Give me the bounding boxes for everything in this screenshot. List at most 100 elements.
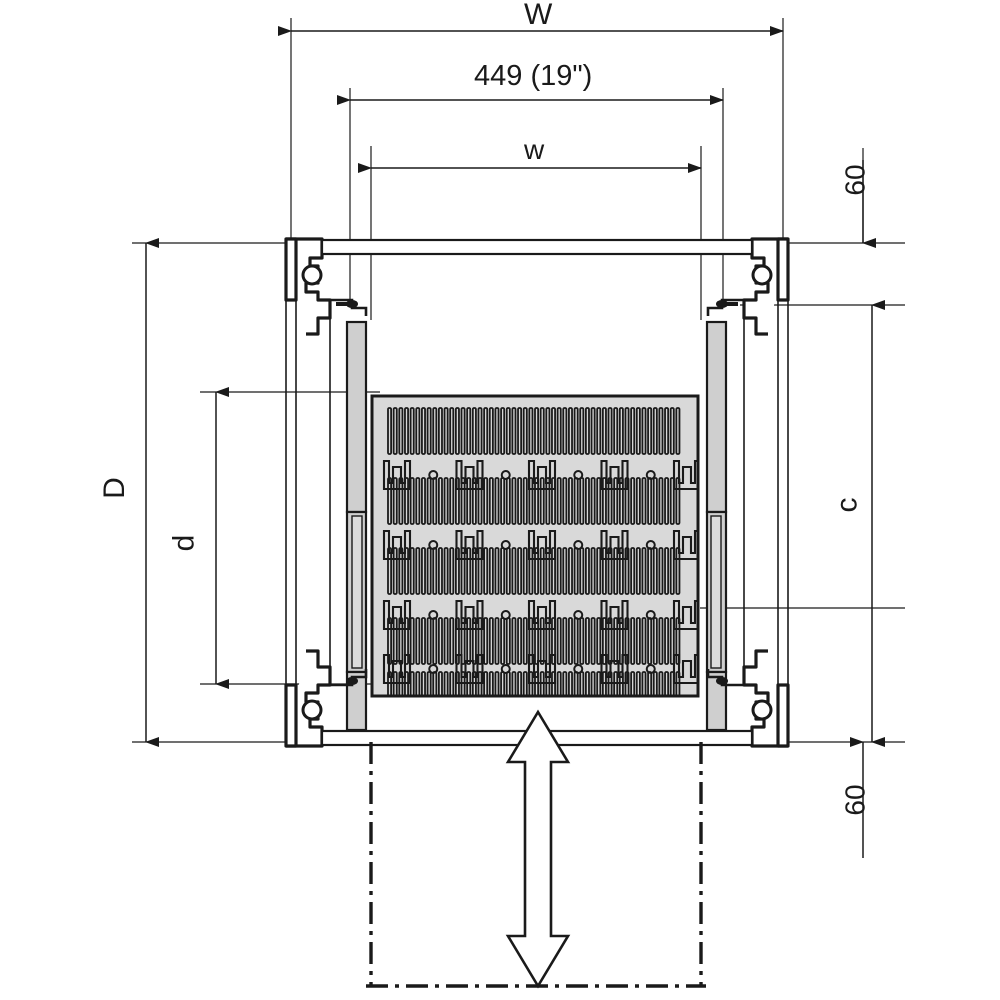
vent-slot (392, 671, 398, 696)
vent-slot (664, 671, 670, 696)
vent-slot (387, 407, 393, 455)
vent-slot (449, 617, 455, 665)
vent-slot (562, 617, 568, 665)
vent-slot (415, 407, 421, 455)
slide-rail-right (705, 320, 728, 732)
vent-slot (488, 477, 494, 525)
vent-slot (517, 547, 523, 595)
vent-slot (539, 617, 545, 665)
vent-slot (596, 407, 602, 455)
vent-slot (522, 477, 528, 525)
vent-slot (415, 617, 421, 665)
shelf-hole (645, 470, 656, 480)
vent-slot (454, 407, 460, 455)
vent-slot (488, 407, 494, 455)
vent-slot (675, 477, 681, 525)
vent-slot (635, 671, 641, 696)
vent-slot (652, 547, 658, 595)
vent-slot (522, 671, 528, 696)
vent-slot (494, 477, 500, 525)
vent-slot (539, 671, 545, 696)
vent-slot (421, 617, 426, 665)
shelf-hole (573, 664, 584, 674)
vent-slot (477, 407, 483, 455)
vent-slot (556, 477, 562, 525)
vent-slot (404, 547, 409, 595)
vent-slot (528, 477, 534, 525)
shelf-hole (428, 540, 439, 550)
vent-slot (432, 407, 438, 455)
vent-slot (404, 477, 409, 525)
shelf-hole (500, 470, 511, 480)
dim-label-60-top: 60 (839, 164, 871, 196)
vent-slot (409, 477, 415, 525)
vent-slot (556, 671, 562, 696)
vent-slot (437, 671, 443, 696)
vent-slot (409, 671, 415, 696)
vent-slot (652, 477, 658, 525)
vent-slot (534, 617, 540, 665)
vent-slot (635, 617, 641, 665)
vent-slot (658, 547, 664, 595)
vent-slot (534, 407, 540, 455)
vent-slot (669, 407, 675, 455)
vent-slot (477, 617, 483, 665)
vent-slot (675, 617, 681, 665)
vent-slot (675, 547, 681, 595)
vent-slot (590, 617, 596, 665)
vent-slot (449, 547, 455, 595)
vent-slot (590, 407, 596, 455)
vent-slot (494, 547, 500, 595)
vent-slot (511, 407, 517, 455)
vent-slot (477, 547, 483, 595)
dim-label-d: d (167, 534, 201, 552)
vent-slot (426, 407, 432, 455)
vent-slot (449, 671, 455, 696)
vent-slot (505, 407, 511, 455)
vent-slot (613, 407, 619, 455)
vent-slot (449, 407, 455, 455)
vent-slot (635, 547, 641, 595)
vent-slot (528, 617, 534, 665)
shelf-hole (428, 470, 439, 480)
vent-slot (590, 671, 596, 696)
shelf-hole (500, 610, 511, 620)
vent-slot (601, 547, 607, 595)
vent-slot (568, 547, 573, 595)
vent-slot (601, 671, 607, 696)
cross-member-top (320, 238, 754, 256)
vent-slot (568, 671, 573, 696)
vent-slot (460, 407, 466, 455)
corner-profile-bottom-right (742, 649, 790, 748)
vent-slot (647, 407, 653, 455)
dim-label-c: c (830, 497, 864, 513)
vent-slot (539, 547, 545, 595)
vent-slot (551, 547, 556, 595)
vent-slot (607, 407, 613, 455)
vent-slot (652, 407, 658, 455)
vent-slot (466, 671, 472, 696)
vent-slot (443, 547, 449, 595)
vent-slot (545, 671, 551, 696)
vent-slot (562, 407, 568, 455)
vent-slot (443, 407, 449, 455)
vent-slot (613, 617, 619, 665)
shelf-hole (573, 540, 584, 550)
vent-slot (517, 617, 523, 665)
vent-slot (596, 671, 602, 696)
vent-slot (477, 671, 483, 696)
vent-slot (551, 617, 556, 665)
vent-slot (522, 617, 528, 665)
vent-slot (483, 407, 489, 455)
vent-slot (584, 617, 590, 665)
vent-slot (409, 617, 415, 665)
vent-slot (483, 671, 489, 696)
vent-slot (613, 671, 619, 696)
vent-slot (528, 407, 534, 455)
vent-slot (551, 407, 556, 455)
vent-slot (460, 617, 466, 665)
vent-slot (618, 547, 624, 595)
vent-slot (613, 477, 619, 525)
vent-slot (471, 407, 477, 455)
